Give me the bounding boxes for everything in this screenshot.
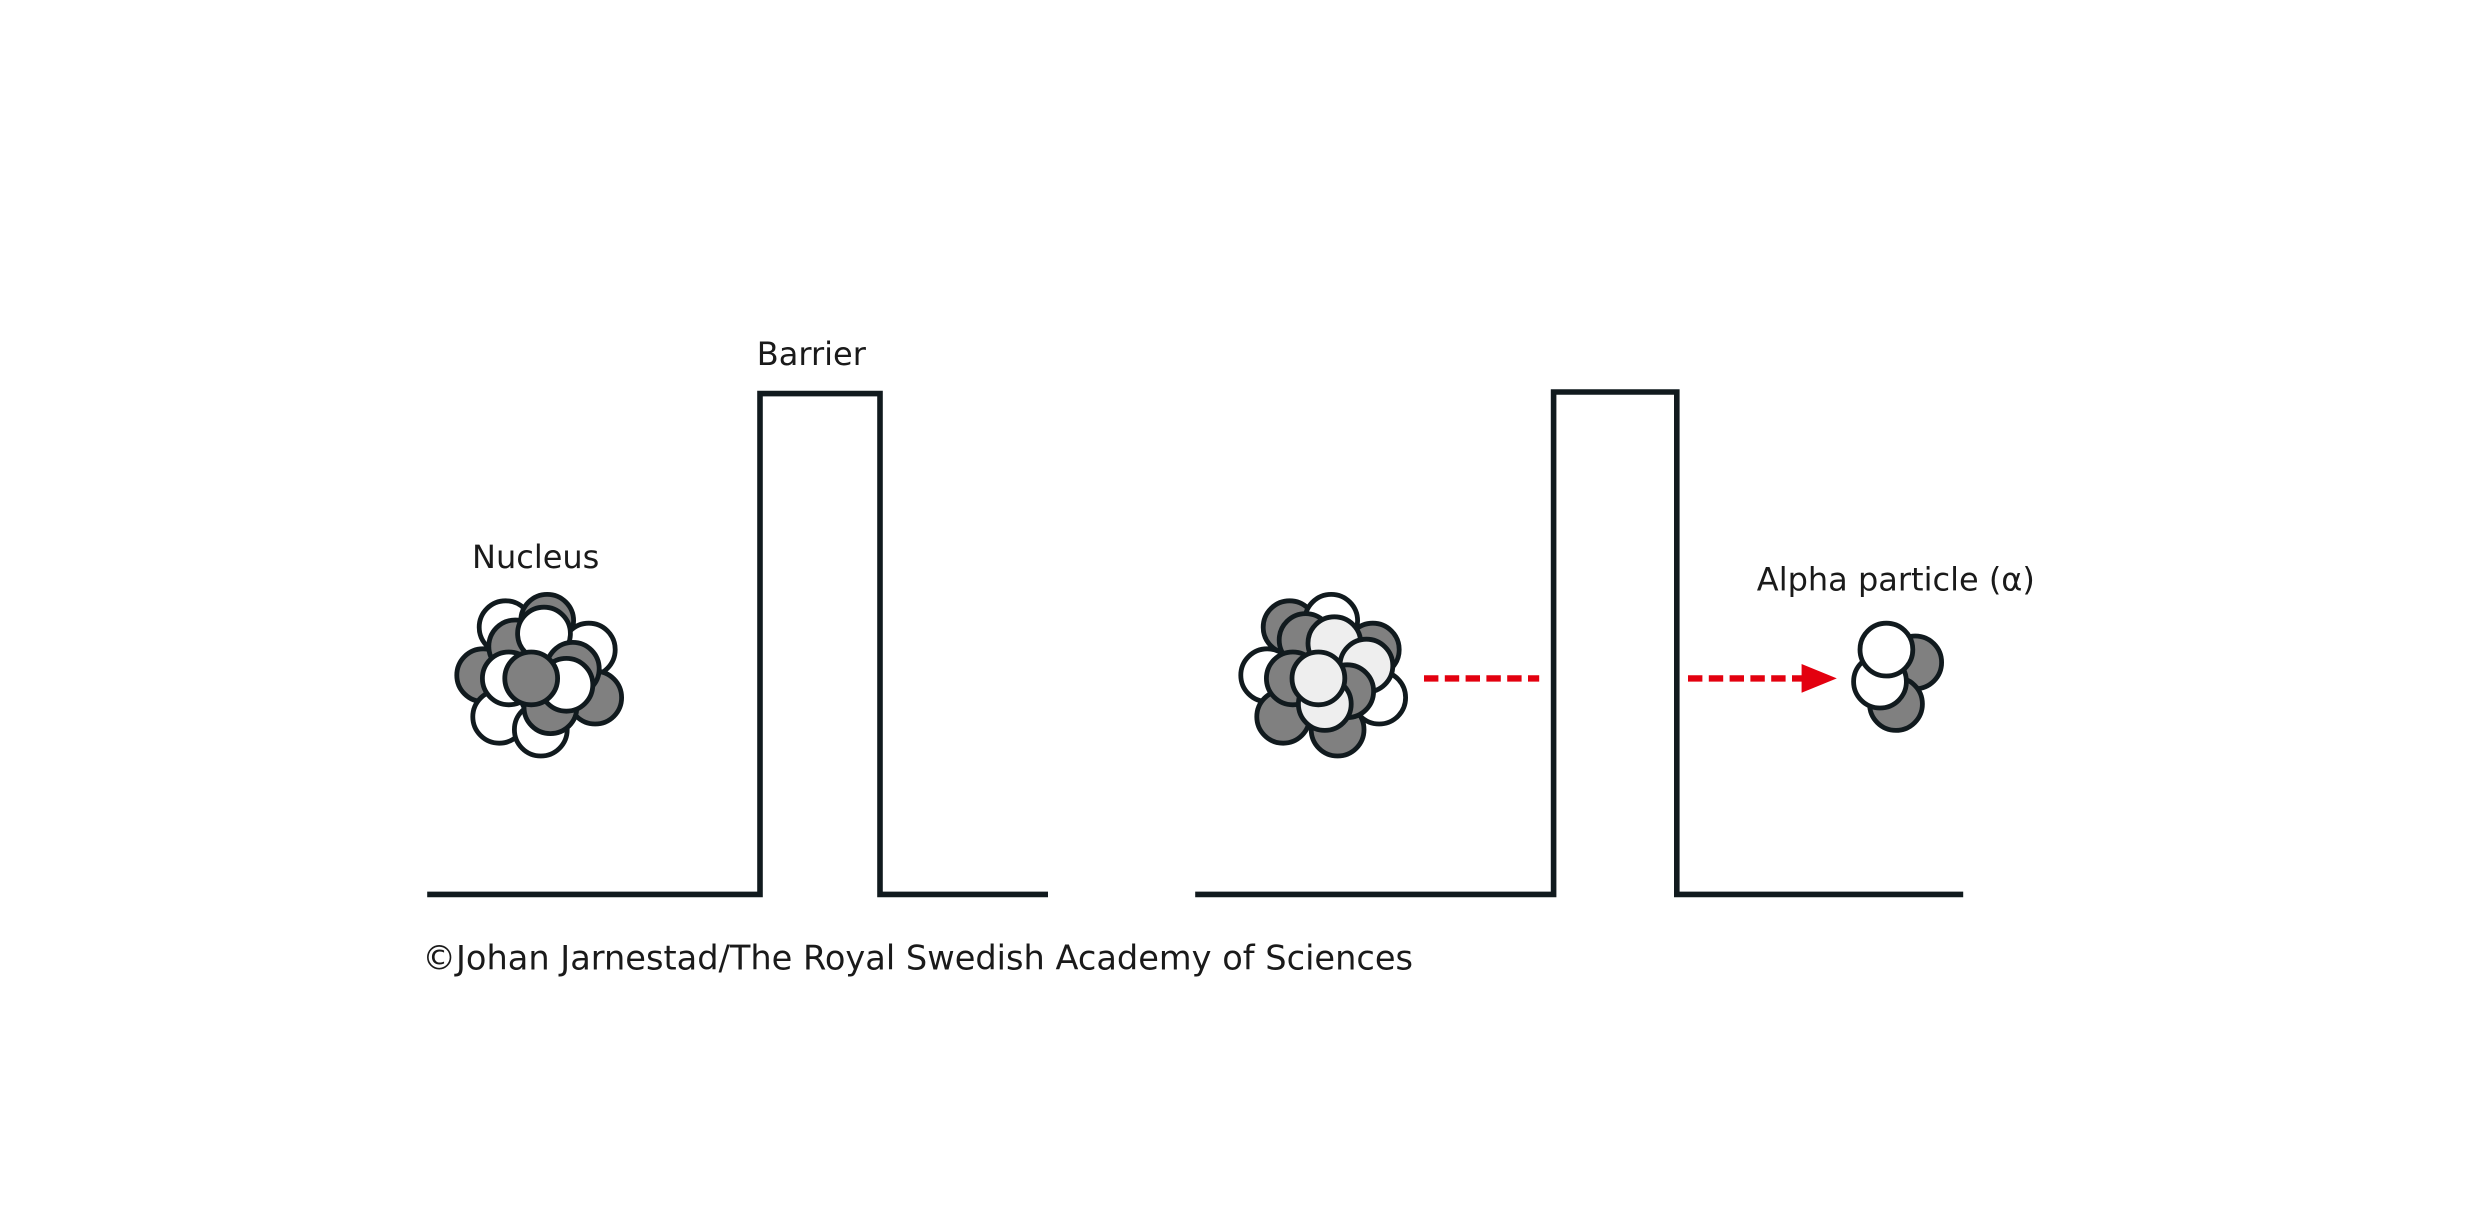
barrier-label: Barrier — [757, 335, 867, 373]
nucleus-left — [454, 592, 624, 759]
credit-text: ©Johan Jarnestad/The Royal Swedish Acade… — [422, 939, 1413, 978]
right-panel: Alpha particle (α) — [1195, 389, 2035, 898]
arrow-head-icon — [1801, 664, 1837, 693]
nucleus-label: Nucleus — [472, 538, 599, 576]
proton — [502, 649, 560, 708]
neutron — [1857, 620, 1916, 679]
left-barrier-potential — [427, 390, 1048, 898]
alpha-particle-label: Alpha particle (α) — [1757, 560, 2035, 598]
alpha-particle — [1851, 620, 1944, 733]
left-panel: Barrier Nucleus — [427, 335, 1048, 898]
neutron — [1289, 649, 1348, 708]
nucleus-right — [1238, 592, 1408, 759]
right-barrier-potential — [1195, 389, 1964, 898]
